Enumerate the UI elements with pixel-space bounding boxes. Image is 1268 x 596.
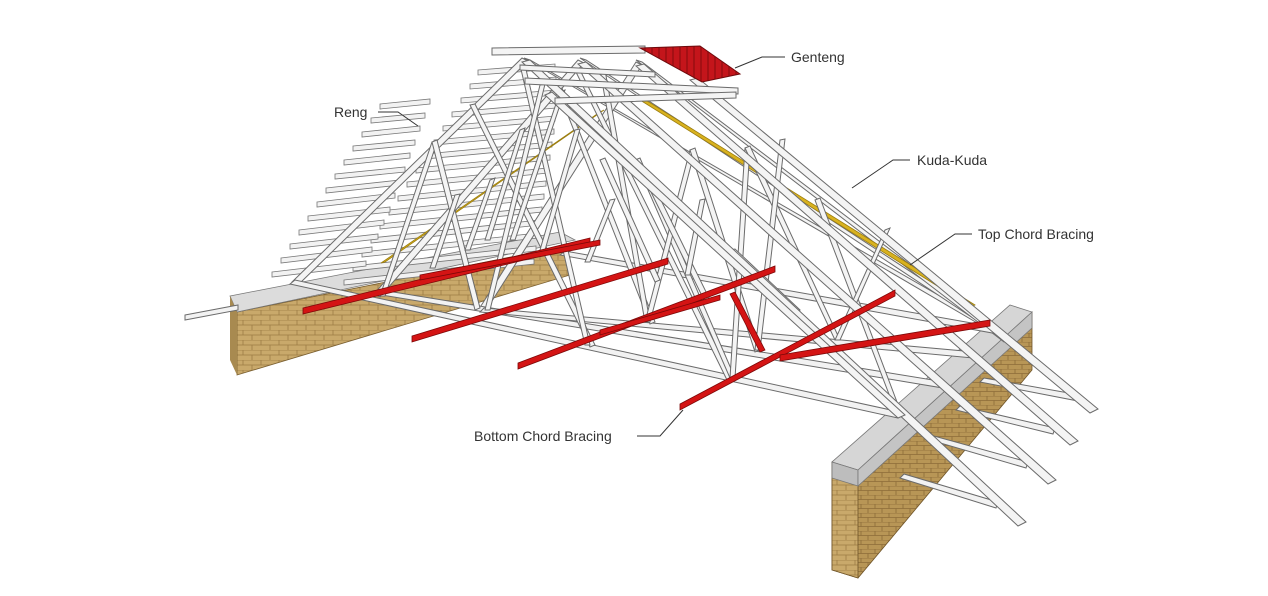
label-genteng: Genteng bbox=[734, 49, 845, 69]
ridge-members bbox=[491, 45, 739, 105]
label-kuda-kuda: Kuda-Kuda bbox=[851, 152, 987, 189]
genteng-roof-tiles bbox=[638, 45, 742, 83]
label-bottom-chord-bracing: Bottom Chord Bracing bbox=[474, 409, 684, 444]
label-reng: Reng bbox=[334, 104, 419, 127]
label-top-chord-bracing: Top Chord Bracing bbox=[909, 226, 1094, 266]
label-top-chord-bracing-text: Top Chord Bracing bbox=[978, 226, 1094, 242]
label-kuda-kuda-text: Kuda-Kuda bbox=[917, 152, 987, 168]
label-reng-text: Reng bbox=[334, 104, 367, 120]
bottom-chord-bracing bbox=[302, 237, 991, 411]
label-genteng-text: Genteng bbox=[791, 49, 845, 65]
kuda-kuda-rafters bbox=[520, 59, 1099, 527]
label-bottom-chord-bracing-text: Bottom Chord Bracing bbox=[474, 428, 612, 444]
